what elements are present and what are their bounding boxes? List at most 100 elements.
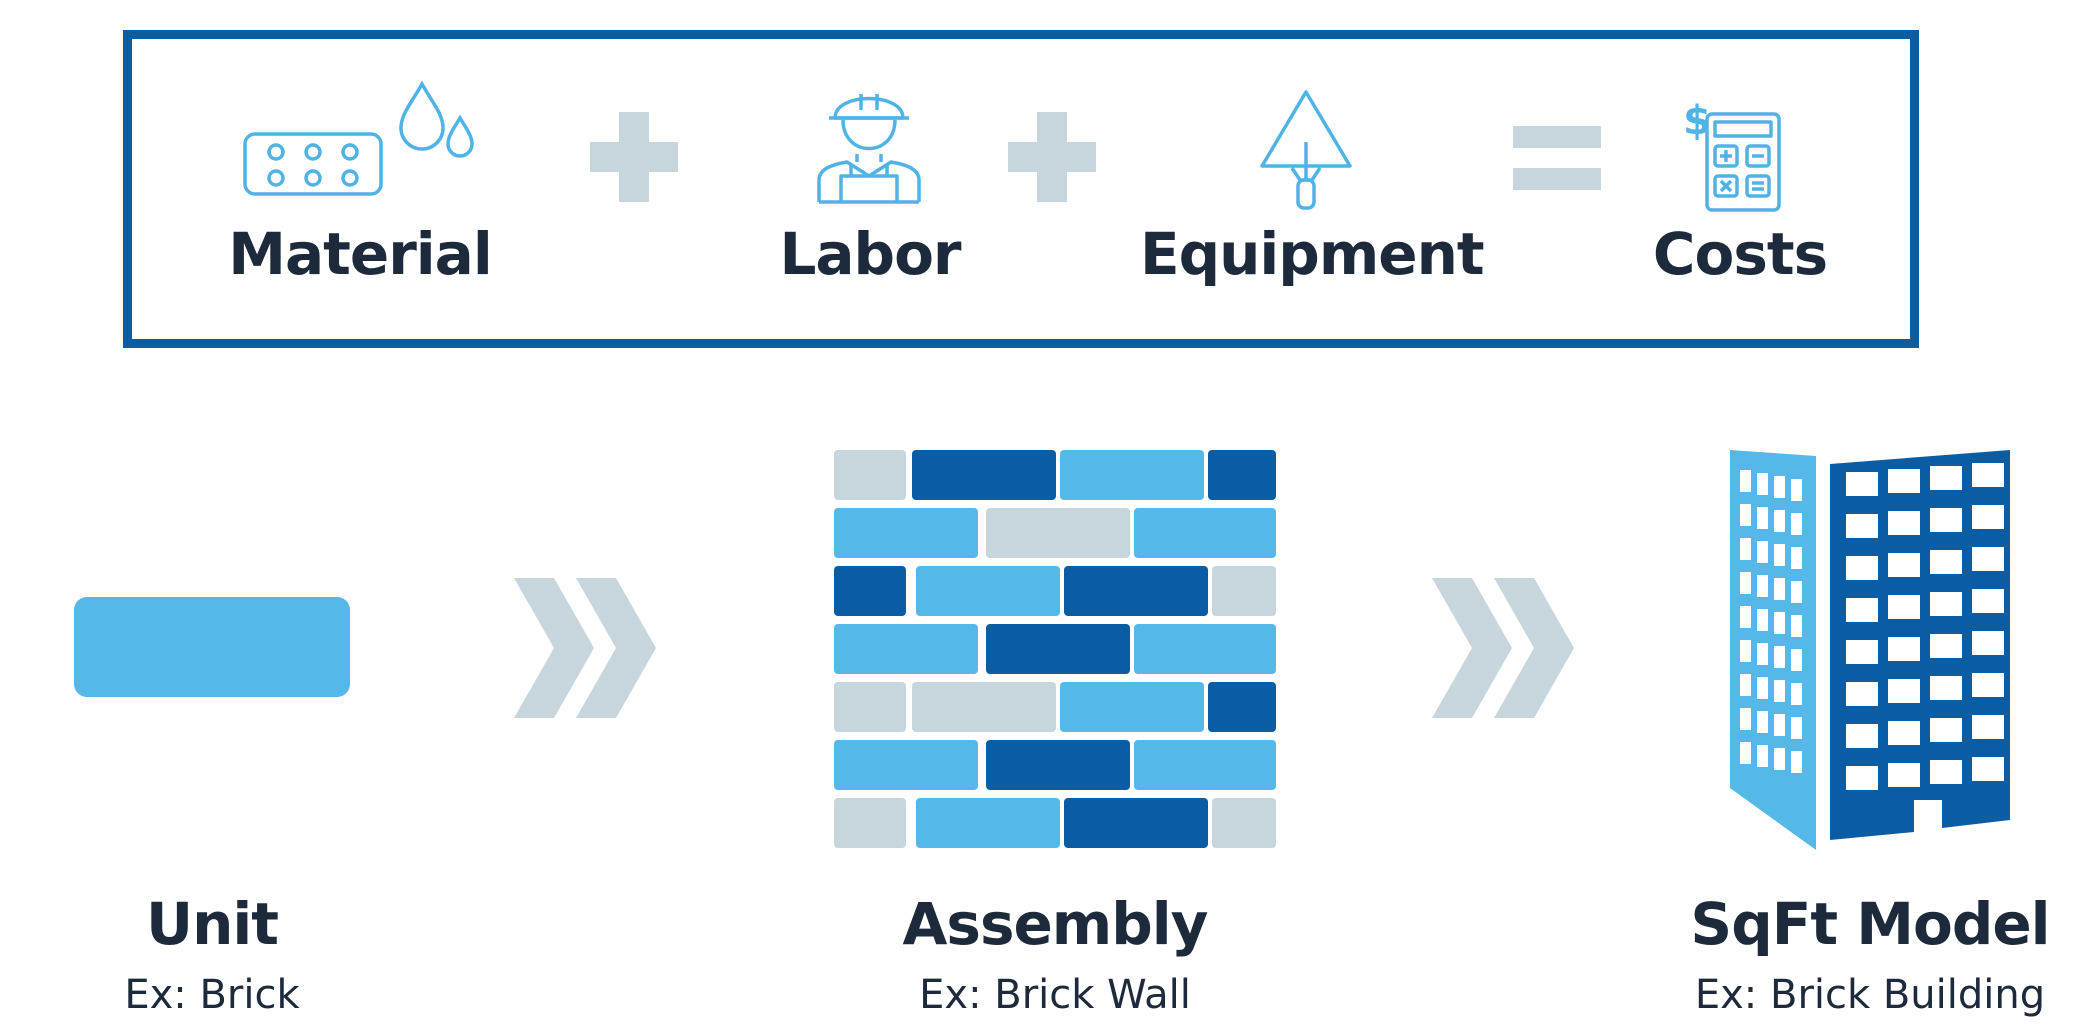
wall-brick <box>1060 682 1204 732</box>
chevron-arrow-2 <box>1432 578 1574 718</box>
dollar-sign: $ <box>1683 98 1711 144</box>
window <box>1791 581 1802 603</box>
window <box>1846 640 1878 664</box>
window <box>1846 472 1878 496</box>
window <box>1757 745 1768 767</box>
wall-brick <box>986 740 1130 790</box>
wall-brick <box>1134 508 1276 558</box>
wall-brick <box>1212 798 1276 848</box>
wall-brick <box>912 450 1056 500</box>
building-icon <box>1730 450 2010 850</box>
window <box>1930 760 1962 784</box>
window <box>1930 676 1962 700</box>
wall-brick <box>1134 740 1276 790</box>
chevron-arrow-1 <box>514 578 656 718</box>
wall-brick <box>834 508 978 558</box>
window <box>1774 748 1785 770</box>
window <box>1930 550 1962 574</box>
wall-brick <box>986 508 1130 558</box>
window <box>1757 575 1768 597</box>
label-equipment: Equipment <box>1140 220 1485 288</box>
wall-brick <box>916 566 1060 616</box>
window <box>1888 721 1920 745</box>
wall-brick <box>834 624 978 674</box>
window <box>1791 479 1802 501</box>
window <box>1846 766 1878 790</box>
window <box>1846 556 1878 580</box>
brick-wall-icon <box>834 450 1276 848</box>
plus-operator-2 <box>1008 112 1096 202</box>
equals-operator <box>1513 126 1601 190</box>
window <box>1774 680 1785 702</box>
window <box>1774 612 1785 634</box>
window <box>1774 544 1785 566</box>
window <box>1791 547 1802 569</box>
window <box>1740 708 1751 730</box>
window <box>1972 673 2004 697</box>
tier-example-sqft-model: Ex: Brick Building <box>1694 972 2046 1018</box>
window <box>1774 476 1785 498</box>
window <box>1740 640 1751 662</box>
window <box>1791 683 1802 705</box>
window <box>1740 674 1751 696</box>
window <box>1757 643 1768 665</box>
label-costs: Costs <box>1652 220 1828 288</box>
window <box>1972 715 2004 739</box>
window <box>1791 615 1802 637</box>
window <box>1972 463 2004 487</box>
window <box>1757 473 1768 495</box>
wall-brick <box>1064 798 1208 848</box>
window <box>1888 469 1920 493</box>
window <box>1774 578 1785 600</box>
wall-brick <box>1064 566 1208 616</box>
wall-brick <box>834 450 906 500</box>
window <box>1972 631 2004 655</box>
wall-brick <box>1060 450 1204 500</box>
window <box>1740 606 1751 628</box>
worker-icon <box>817 94 921 204</box>
window <box>1972 589 2004 613</box>
window <box>1888 679 1920 703</box>
window <box>1930 466 1962 490</box>
window <box>1888 553 1920 577</box>
window <box>1757 677 1768 699</box>
window <box>1740 470 1751 492</box>
tier-title-unit: Unit <box>146 890 279 958</box>
window <box>1972 757 2004 781</box>
tier-example-assembly: Ex: Brick Wall <box>919 972 1191 1018</box>
window <box>1846 724 1878 748</box>
window <box>1774 714 1785 736</box>
window <box>1930 718 1962 742</box>
window <box>1791 751 1802 773</box>
window <box>1846 598 1878 622</box>
window <box>1888 763 1920 787</box>
window <box>1972 547 2004 571</box>
tier-title-sqft-model: SqFt Model <box>1690 890 2050 958</box>
window <box>1791 649 1802 671</box>
window <box>1740 572 1751 594</box>
plus-operator-1 <box>590 112 678 202</box>
window <box>1740 742 1751 764</box>
window <box>1972 505 2004 529</box>
window <box>1774 646 1785 668</box>
wall-brick <box>834 798 906 848</box>
calculator-icon: $ <box>1683 98 1781 212</box>
tier-example-unit: Ex: Brick <box>124 972 300 1018</box>
wall-brick <box>834 682 906 732</box>
window <box>1757 541 1768 563</box>
formula-frame <box>123 30 1919 348</box>
wall-brick <box>916 798 1060 848</box>
wall-brick <box>1208 682 1276 732</box>
wall-brick <box>912 682 1056 732</box>
window <box>1930 508 1962 532</box>
window <box>1846 514 1878 538</box>
trowel-icon <box>1260 90 1352 210</box>
brick-icon <box>74 597 350 697</box>
window <box>1930 634 1962 658</box>
window <box>1888 595 1920 619</box>
window <box>1888 637 1920 661</box>
wall-brick <box>1212 566 1276 616</box>
window <box>1791 513 1802 535</box>
wall-brick <box>834 566 906 616</box>
window <box>1757 609 1768 631</box>
